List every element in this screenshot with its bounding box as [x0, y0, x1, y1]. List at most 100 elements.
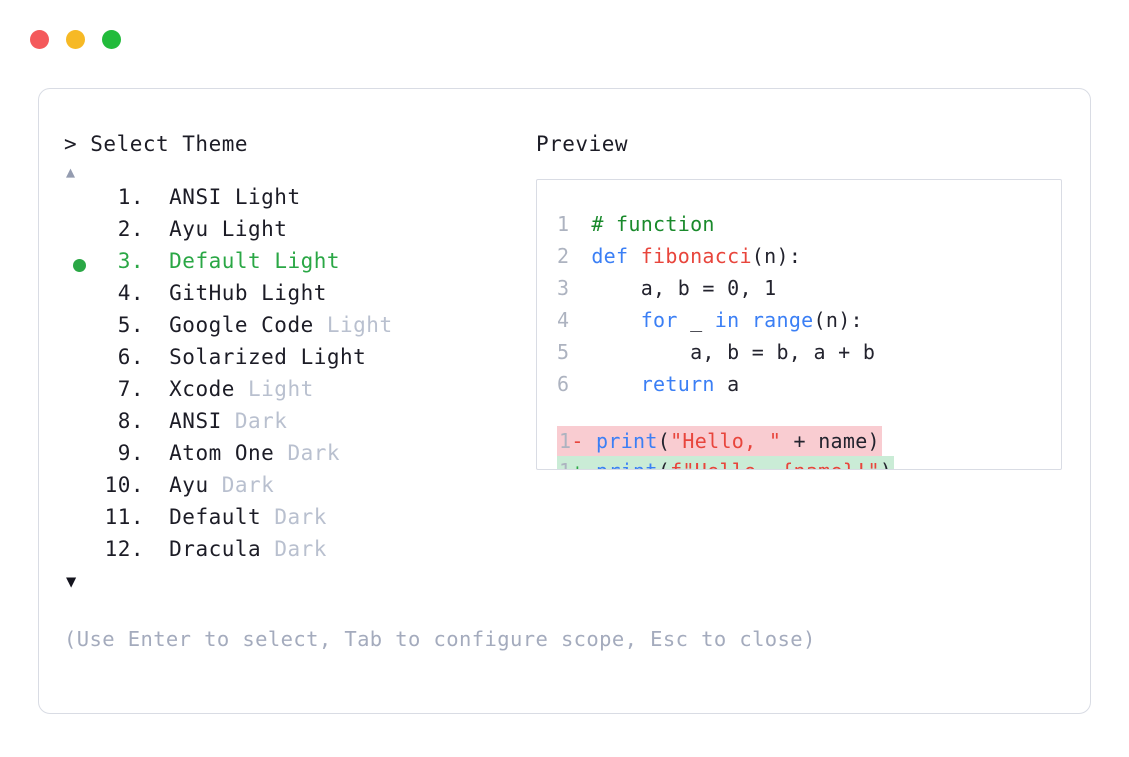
theme-item-variant: Light: [221, 185, 301, 209]
theme-item-index-gap: [144, 473, 169, 497]
code-line-text: return a: [579, 372, 739, 396]
code-token: (n):: [813, 308, 863, 332]
line-number: 2: [557, 244, 570, 268]
theme-list-item[interactable]: 5. Google Code Light: [64, 313, 534, 345]
theme-item-variant: Dark: [261, 537, 327, 561]
code-token: fibonacci: [640, 244, 752, 268]
code-line: 4 for _ in range(n):: [537, 308, 1061, 340]
theme-item-name: Ayu: [169, 217, 209, 241]
close-window-button[interactable]: [30, 30, 49, 49]
diff-line-number: 1: [559, 429, 572, 453]
code-token: (: [657, 429, 671, 453]
maximize-window-button[interactable]: [102, 30, 121, 49]
code-token: for: [640, 308, 678, 332]
code-token: a, b = b, a + b: [591, 340, 876, 364]
theme-item-variant: Dark: [261, 505, 327, 529]
theme-item-name: Google Code: [169, 313, 314, 337]
theme-item-variant: Dark: [208, 473, 275, 497]
line-number: 6: [557, 372, 570, 396]
code-token: return: [640, 372, 715, 396]
theme-item-index: 6.: [117, 345, 144, 369]
code-token: "Hello, ": [670, 429, 782, 453]
line-number: 4: [557, 308, 570, 332]
theme-list-item[interactable]: 8. ANSI Dark: [64, 409, 534, 441]
theme-item-index: 5.: [117, 313, 144, 337]
code-line: 5 a, b = b, a + b: [537, 340, 1061, 372]
code-token: 0: [727, 276, 740, 300]
keyboard-hint: (Use Enter to select, Tab to configure s…: [64, 627, 816, 651]
theme-item-index-gap: [144, 281, 169, 305]
theme-item-name: Dracula: [169, 537, 262, 561]
code-token: (n):: [751, 244, 802, 268]
theme-item-index-gap: [144, 505, 169, 529]
theme-item-index: 4.: [117, 281, 144, 305]
select-theme-prompt: > Select Theme: [64, 132, 249, 156]
code-token: range: [751, 308, 814, 332]
theme-list-item[interactable]: 12. Dracula Dark: [64, 537, 534, 569]
theme-item-name: Default: [169, 249, 262, 273]
diff-line-body: 1- print("Hello, " + name): [557, 426, 882, 456]
line-number: 1: [557, 212, 570, 236]
code-token: ,: [739, 276, 765, 300]
code-line: 3 a, b = 0, 1: [537, 276, 1061, 308]
theme-item-index-gap: [144, 377, 169, 401]
theme-item-index: 3.: [117, 249, 144, 273]
code-line-text: def fibonacci(n):: [579, 244, 801, 268]
theme-list-item[interactable]: 1. ANSI Light: [64, 185, 534, 217]
theme-list-item[interactable]: 9. Atom One Dark: [64, 441, 534, 473]
diff-line-number: 1: [559, 459, 571, 469]
theme-list-item[interactable]: 3. Default Light: [64, 249, 534, 281]
diff-line-add: 1+ print(f"Hello, {name}!"): [537, 456, 1061, 469]
code-line-text: a, b = 0, 1: [579, 276, 776, 300]
theme-item-index-gap: [144, 313, 169, 337]
code-line: 1 # function: [537, 212, 1061, 244]
theme-item-index-gap: [144, 185, 169, 209]
diff-lines: 1- print("Hello, " + name)1+ print(f"Hel…: [537, 426, 1061, 469]
theme-item-name: Xcode: [169, 377, 235, 401]
theme-list-item[interactable]: 10. Ayu Dark: [64, 473, 534, 505]
theme-list-item[interactable]: 2. Ayu Light: [64, 217, 534, 249]
theme-item-variant: Light: [234, 377, 314, 401]
line-number: 5: [557, 340, 570, 364]
theme-item-variant: Light: [261, 249, 341, 273]
theme-item-name: GitHub: [169, 281, 249, 305]
theme-list-item[interactable]: 6. Solarized Light: [64, 345, 534, 377]
code-spacer: [537, 404, 1061, 426]
code-token: [591, 308, 640, 332]
theme-item-index: 9.: [117, 441, 144, 465]
theme-list-item[interactable]: 7. Xcode Light: [64, 377, 534, 409]
theme-item-index: 12.: [104, 537, 144, 561]
theme-list-item[interactable]: 11. Default Dark: [64, 505, 534, 537]
theme-item-index-gap: [144, 537, 169, 561]
selected-bullet-icon: [73, 258, 86, 272]
scroll-up-icon[interactable]: ▲: [66, 163, 76, 181]
scroll-down-icon[interactable]: ▼: [66, 572, 77, 592]
theme-item-name: Default: [169, 505, 262, 529]
theme-item-index: 2.: [117, 217, 144, 241]
titlebar: [30, 30, 121, 49]
code-line-text: # function: [579, 212, 715, 236]
diff-sign: -: [571, 429, 597, 453]
theme-item-index-gap: [144, 409, 169, 433]
theme-item-index: 8.: [117, 409, 144, 433]
theme-item-index-gap: [144, 441, 169, 465]
code-token: [591, 372, 640, 396]
theme-item-variant: Dark: [221, 409, 288, 433]
theme-item-variant: Light: [248, 281, 327, 305]
theme-item-index-gap: [144, 345, 169, 369]
code-line-text: for _ in range(n):: [579, 308, 863, 332]
code-token: [739, 308, 751, 332]
minimize-window-button[interactable]: [66, 30, 85, 49]
line-number: 3: [557, 276, 570, 300]
theme-item-name: ANSI: [169, 409, 222, 433]
diff-line-body: 1+ print(f"Hello, {name}!"): [557, 456, 895, 469]
code-token: a: [714, 372, 740, 396]
theme-item-variant: Dark: [274, 441, 341, 465]
code-token: (: [658, 459, 670, 469]
theme-item-name: Ayu: [169, 473, 209, 497]
theme-list-item[interactable]: 4. GitHub Light: [64, 281, 534, 313]
